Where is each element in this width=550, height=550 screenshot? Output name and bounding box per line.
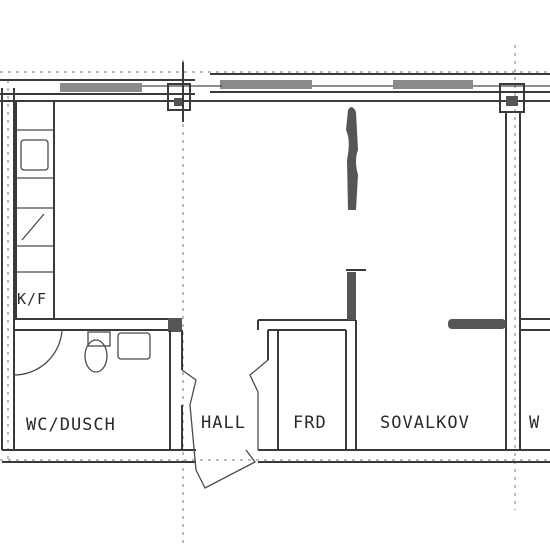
door-swing	[13, 329, 63, 376]
room-label-frd: FRD	[293, 413, 327, 433]
right-wall	[448, 112, 550, 450]
entrance-door	[181, 330, 269, 489]
top-exterior-wall	[0, 73, 550, 102]
window-1	[60, 83, 142, 92]
room-label-sovalkov: SOVALKOV	[380, 413, 470, 433]
sink	[20, 139, 49, 171]
top-columns	[167, 62, 525, 122]
room-label-cut: W	[529, 413, 540, 433]
bathroom-fixtures	[13, 329, 151, 376]
bottom-exterior-wall	[2, 449, 550, 463]
toilet-bowl	[84, 339, 108, 373]
toilet-tank	[87, 331, 111, 347]
room-label-hall: HALL	[201, 413, 246, 433]
window-2	[220, 80, 312, 89]
bathroom-top-wall	[14, 318, 182, 332]
window-3	[393, 80, 473, 89]
room-label-wc-dusch: WC/DUSCH	[26, 415, 116, 435]
washbasin	[117, 332, 151, 360]
construction-lines	[0, 45, 550, 545]
left-exterior-wall	[1, 88, 15, 450]
bathroom-right-wall	[169, 330, 183, 450]
kitchen-unit: K/F	[15, 100, 55, 320]
room-labels: WC/DUSCH HALL FRD SOVALKOV W	[26, 413, 540, 435]
closet-frd	[257, 319, 357, 450]
kitchen-label: K/F	[17, 290, 47, 308]
alcove-partition	[346, 106, 366, 320]
